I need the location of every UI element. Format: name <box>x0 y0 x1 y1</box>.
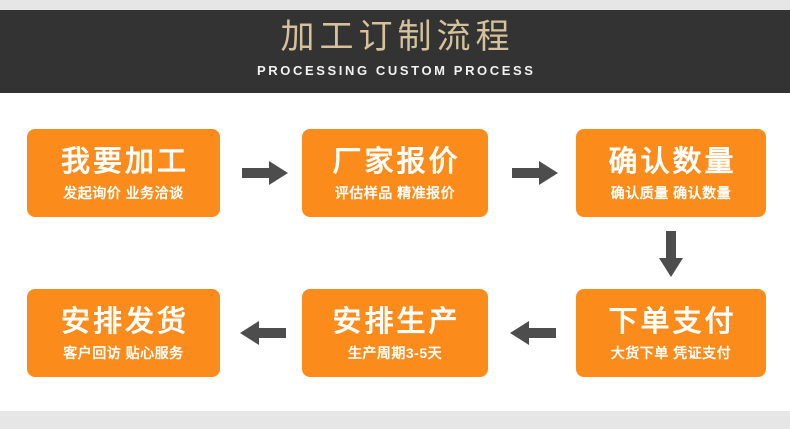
step-card-1[interactable]: 我要加工 发起询价 业务洽谈 <box>27 129 220 217</box>
arrow-left-icon <box>510 318 556 348</box>
step-card-5-subtitle: 生产周期3-5天 <box>347 344 443 361</box>
step-card-4[interactable]: 下单支付 大货下单 凭证支付 <box>576 289 766 377</box>
step-card-6-subtitle: 客户回访 贴心服务 <box>63 344 184 361</box>
step-card-1-subtitle: 发起询价 业务洽谈 <box>63 184 184 201</box>
step-card-3[interactable]: 确认数量 确认质量 确认数量 <box>576 129 766 217</box>
step-card-6[interactable]: 安排发货 客户回访 贴心服务 <box>27 289 220 377</box>
step-card-4-subtitle: 大货下单 凭证支付 <box>610 344 732 361</box>
step-card-2-title: 厂家报价 <box>332 145 461 178</box>
step-card-5-title: 安排生产 <box>332 305 461 338</box>
step-card-3-title: 确认数量 <box>608 145 737 178</box>
arrow-left-icon <box>240 318 286 348</box>
step-card-4-title: 下单支付 <box>608 305 737 338</box>
banner-header: 加工订制流程 PROCESSING CUSTOM PROCESS <box>0 10 790 93</box>
arrow-right-icon <box>512 158 558 188</box>
step-card-1-title: 我要加工 <box>60 145 189 178</box>
step-card-5[interactable]: 安排生产 生产周期3-5天 <box>302 289 488 377</box>
top-edge-strip <box>0 0 790 10</box>
step-card-3-subtitle: 确认质量 确认数量 <box>610 184 732 201</box>
arrow-down-icon <box>656 231 686 277</box>
step-card-2[interactable]: 厂家报价 评估样品 精准报价 <box>302 129 488 217</box>
step-card-6-title: 安排发货 <box>60 305 189 338</box>
bottom-edge-strip <box>0 411 790 429</box>
page-title: 加工订制流程 <box>280 18 515 56</box>
page-subtitle: PROCESSING CUSTOM PROCESS <box>257 63 536 78</box>
arrow-right-icon <box>242 158 288 188</box>
step-card-2-subtitle: 评估样品 精准报价 <box>334 184 456 201</box>
